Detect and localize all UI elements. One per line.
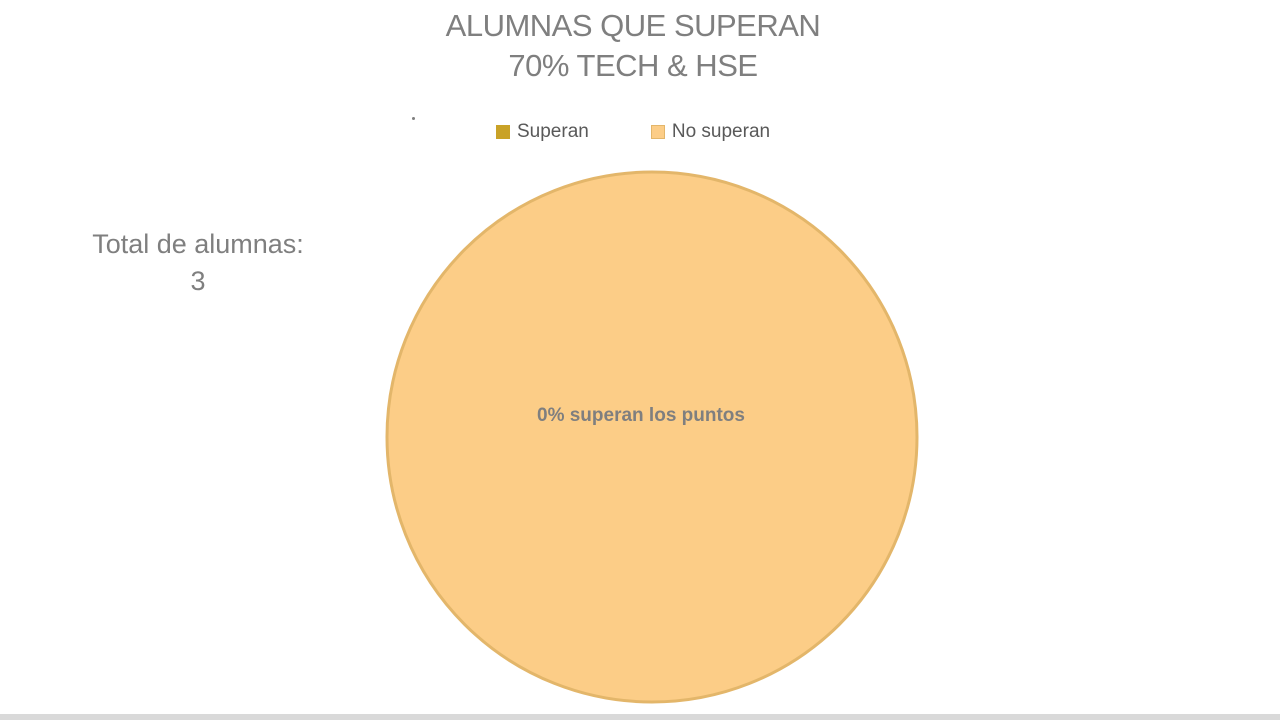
chart-title: ALUMNAS QUE SUPERAN 70% TECH & HSE [0,6,1266,86]
pie-data-label: 0% superan los puntos [537,405,745,426]
pie-slice-no-superan [385,170,919,704]
legend: Superan No superan [496,120,770,144]
legend-label-superan: Superan [517,121,589,142]
legend-item-no-superan: No superan [650,121,771,143]
legend-swatch-superan [496,125,510,139]
legend-item-superan: Superan [496,121,589,143]
total-students-label: Total de alumnas: [92,229,304,259]
stray-dot [412,117,415,120]
total-students-value: 3 [190,266,206,296]
legend-label-no-superan: No superan [671,121,771,142]
pie-slices [385,170,919,704]
bottom-divider [0,714,1280,720]
chart-title-line-1: ALUMNAS QUE SUPERAN [445,8,821,43]
chart-title-line-2: 70% TECH & HSE [508,48,758,83]
legend-swatch-no-superan [650,125,665,139]
total-students-note: Total de alumnas: 3 [40,226,356,300]
